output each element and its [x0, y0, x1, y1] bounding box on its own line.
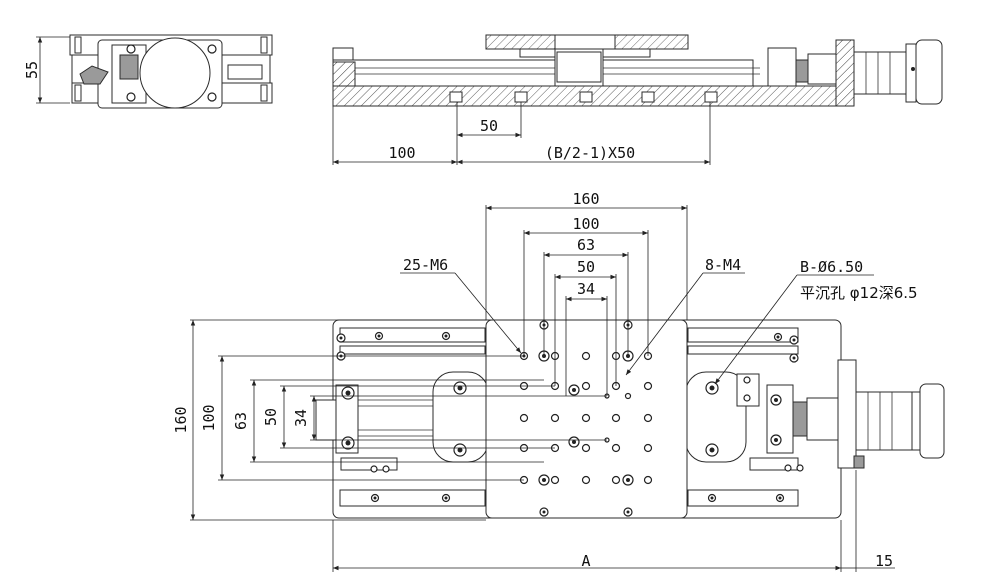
height-label-160: 160 — [172, 406, 190, 433]
hole-callouts: 25-M6 8-M4 B-Ø6.50 平沉孔 φ12深6.5 — [400, 256, 918, 385]
width-label-34: 34 — [577, 280, 595, 298]
side-pitch-label: 50 — [480, 117, 498, 135]
callout-m4: 8-M4 — [705, 256, 741, 274]
width-label-50: 50 — [577, 258, 595, 276]
bottom-dimensions: A 15 — [332, 470, 895, 572]
side-view: 50 100 (B/2-1)X50 — [332, 34, 943, 165]
knob-offset-label: 15 — [875, 552, 893, 570]
width-label-160: 160 — [572, 190, 599, 208]
height-label-34: 34 — [292, 409, 310, 427]
side-span-label: (B/2-1)X50 — [545, 144, 635, 162]
height-label-63: 63 — [232, 412, 250, 430]
callout-counterbore: B-Ø6.50 — [800, 258, 863, 276]
callout-m6: 25-M6 — [403, 256, 448, 274]
end-view: 55 — [23, 34, 273, 109]
length-label: A — [581, 552, 590, 570]
height-label-100: 100 — [200, 404, 218, 431]
width-label-100: 100 — [572, 215, 599, 233]
top-height-dimensions: 160 100 63 50 34 — [172, 319, 607, 521]
width-label-63: 63 — [577, 236, 595, 254]
height-label-50: 50 — [262, 408, 280, 426]
side-view-bolts — [449, 91, 718, 103]
top-view: 160 100 63 50 34 160 1 — [172, 190, 945, 572]
side-offset-label: 100 — [388, 144, 415, 162]
end-view-height-label: 55 — [23, 61, 41, 79]
top-width-dimensions: 160 100 63 50 34 — [485, 190, 688, 396]
callout-counterbore-note: 平沉孔 φ12深6.5 — [800, 284, 918, 302]
